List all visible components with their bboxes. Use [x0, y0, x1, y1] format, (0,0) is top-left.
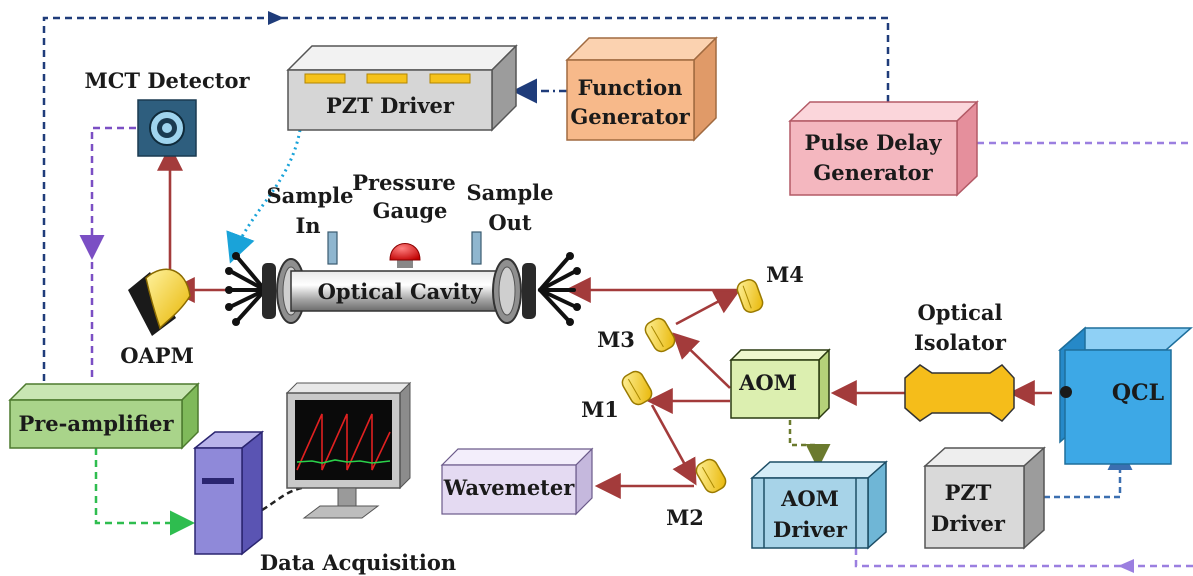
m4-label: M4	[766, 262, 804, 287]
preamp-to-daq-link	[94, 448, 195, 536]
daq-tower	[192, 430, 265, 556]
optical-isolator	[904, 364, 1015, 422]
aom-driver-label-1: AOM	[780, 486, 839, 511]
wavemeter: Wavemeter	[440, 447, 594, 516]
oapm-label: OAPM	[120, 343, 194, 368]
daq-cable	[261, 484, 316, 512]
optical-isolator-label-1: Optical	[917, 300, 1002, 325]
pressure-gauge-label-2: Gauge	[373, 198, 448, 223]
daq-monitor	[285, 381, 412, 519]
qcl: QCL	[1058, 326, 1193, 465]
optical-cavity: Optical Cavity	[225, 252, 581, 326]
pzt-driver-bottom: PZT Driver	[923, 446, 1046, 550]
sample-in-label-1: Sample	[266, 183, 353, 208]
pressure-gauge-label-1: Pressure	[352, 170, 456, 195]
pzt-to-qcl-link	[1044, 445, 1133, 499]
pulse-delay-label-1: Pulse Delay	[805, 130, 943, 155]
optical-cavity-label: Optical Cavity	[318, 279, 484, 304]
mirror-m3	[644, 317, 676, 353]
pzt-to-cavity-link	[226, 129, 302, 264]
data-acquisition-label: Data Acquisition	[260, 550, 456, 575]
pre-amplifier-label: Pre-amplifier	[18, 411, 174, 436]
pzt-driver-bottom-label-1: PZT	[945, 480, 992, 505]
aom-driver-return-link	[854, 548, 1193, 568]
daq-trace-green	[296, 459, 391, 464]
m3-label: M3	[597, 327, 635, 352]
optical-isolator-label-2: Isolator	[914, 330, 1007, 355]
aom-label: AOM	[738, 370, 797, 395]
daq-trace-red	[296, 413, 391, 471]
m1-label: M1	[581, 397, 619, 422]
return-arrow-head	[1118, 559, 1134, 573]
pzt-driver-bottom-label-2: Driver	[931, 511, 1006, 536]
aom-driver-link	[788, 420, 831, 469]
pzt-driver-top-label: PZT Driver	[326, 93, 455, 118]
m2-label: M2	[666, 505, 704, 530]
mct-detector-label: MCT Detector	[84, 68, 250, 93]
sample-out-label-2: Out	[488, 210, 532, 235]
aom: AOM	[729, 348, 831, 420]
pre-amplifier: Pre-amplifier	[8, 382, 200, 450]
sample-out-port	[471, 231, 482, 265]
function-generator: Function Generator	[565, 36, 718, 142]
pulse-delay-generator: Pulse Delay Generator	[788, 100, 979, 197]
function-generator-label-2: Generator	[570, 104, 690, 129]
wavemeter-label: Wavemeter	[443, 475, 576, 500]
sample-in-port	[327, 231, 338, 265]
pzt-driver-top: PZT Driver	[286, 44, 518, 132]
aom-driver: AOM Driver	[750, 460, 888, 550]
mct-to-preamp-link	[79, 126, 136, 260]
mirror-m2	[695, 458, 727, 494]
mct-detector	[137, 99, 197, 157]
pulse-delay-trigger-link	[42, 11, 890, 390]
sample-out-label-1: Sample	[466, 180, 553, 205]
oapm-mirror	[128, 268, 191, 336]
sample-in-label-2: In	[295, 213, 320, 238]
mirror-m1	[621, 370, 653, 406]
function-generator-label-1: Function	[578, 75, 683, 100]
aom-driver-label-2: Driver	[773, 517, 848, 542]
qcl-label: QCL	[1112, 380, 1164, 406]
pulse-delay-label-2: Generator	[813, 160, 933, 185]
pressure-gauge	[389, 243, 421, 268]
mirror-m4	[736, 279, 764, 313]
